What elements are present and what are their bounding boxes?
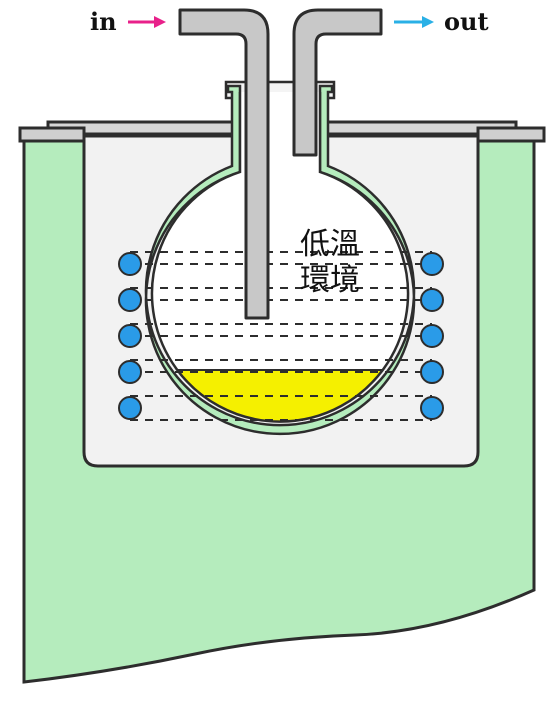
coil-turn bbox=[118, 288, 142, 312]
coil-turn bbox=[420, 288, 444, 312]
inlet-tube bbox=[178, 8, 270, 320]
coil-turn bbox=[118, 396, 142, 420]
coil-turn bbox=[420, 360, 444, 384]
in-arrow-icon bbox=[128, 16, 166, 28]
environment-label-line1: 低溫 bbox=[300, 227, 360, 262]
coil-turn bbox=[118, 252, 142, 276]
left-rim bbox=[18, 126, 86, 143]
coil-left bbox=[118, 252, 142, 420]
environment-label-line2: 環境 bbox=[300, 263, 360, 298]
out-label: out bbox=[444, 7, 489, 36]
flask-inner-wall bbox=[150, 92, 410, 423]
coil-turn bbox=[420, 252, 444, 276]
out-arrow-icon bbox=[394, 16, 434, 28]
coil-right bbox=[420, 252, 444, 420]
coil-turn bbox=[420, 396, 444, 420]
coil-turn bbox=[420, 324, 444, 348]
in-label: in bbox=[90, 7, 117, 36]
coil-turn bbox=[118, 324, 142, 348]
coil-turn bbox=[118, 360, 142, 384]
right-rim bbox=[476, 126, 546, 143]
flask-interior bbox=[151, 92, 408, 422]
coil-dashes bbox=[130, 251, 432, 421]
outlet-tube bbox=[292, 8, 383, 157]
